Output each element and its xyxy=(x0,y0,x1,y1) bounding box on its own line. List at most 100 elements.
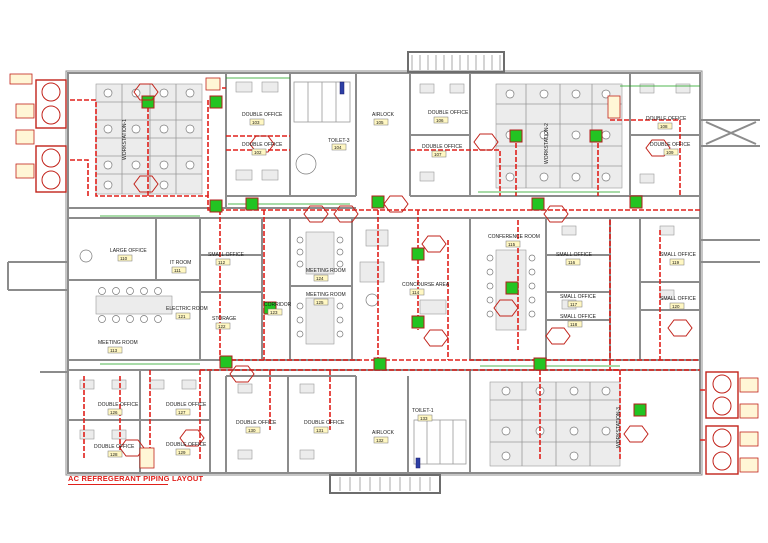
room-label: DOUBLE OFFICE 127 xyxy=(166,402,207,416)
svg-text:MEETING ROOM: MEETING ROOM xyxy=(306,292,346,298)
svg-text:TOILET-1: TOILET-1 xyxy=(412,408,434,414)
room-label: DOUBLE OFFICE 131 xyxy=(304,420,345,434)
svg-text:DOUBLE OFFICE: DOUBLE OFFICE xyxy=(94,444,135,450)
svg-text:103: 103 xyxy=(252,120,260,125)
svg-text:SMALL OFFICE: SMALL OFFICE xyxy=(560,294,597,300)
svg-text:115: 115 xyxy=(508,242,516,247)
svg-text:MEETING ROOM: MEETING ROOM xyxy=(306,268,346,274)
svg-text:126: 126 xyxy=(110,410,118,415)
svg-text:114: 114 xyxy=(412,290,420,295)
room-label: SMALL OFFICE 120 xyxy=(660,296,697,310)
svg-text:DOUBLE OFFICE: DOUBLE OFFICE xyxy=(242,142,283,148)
svg-text:DOUBLE OFFICE: DOUBLE OFFICE xyxy=(650,142,691,148)
room-label: MEETING ROOM 124 xyxy=(306,268,346,282)
svg-text:120: 120 xyxy=(672,304,680,309)
svg-text:113: 113 xyxy=(110,348,118,353)
svg-text:119: 119 xyxy=(672,260,680,265)
svg-text:DOUBLE OFFICE: DOUBLE OFFICE xyxy=(236,420,277,426)
svg-text:SMALL OFFICE: SMALL OFFICE xyxy=(208,252,245,258)
svg-text:TOILET-3: TOILET-3 xyxy=(328,138,350,144)
svg-text:DOUBLE OFFICE: DOUBLE OFFICE xyxy=(166,442,207,448)
svg-text:AIRLOCK: AIRLOCK xyxy=(372,430,395,436)
conference-table xyxy=(486,249,536,331)
svg-text:SMALL OFFICE: SMALL OFFICE xyxy=(556,252,593,258)
svg-text:LARGE OFFICE: LARGE OFFICE xyxy=(110,248,147,254)
room-label: SMALL OFFICE 117 xyxy=(560,294,597,308)
meeting-table-left xyxy=(95,287,173,323)
svg-text:DOUBLE OFFICE: DOUBLE OFFICE xyxy=(646,116,687,122)
toilet-fixtures xyxy=(293,81,467,469)
svg-text:SMALL OFFICE: SMALL OFFICE xyxy=(560,314,597,320)
outdoor-units xyxy=(9,73,759,475)
svg-text:WORKSTATION-2: WORKSTATION-2 xyxy=(544,123,550,164)
svg-text:DOUBLE OFFICE: DOUBLE OFFICE xyxy=(98,402,139,408)
room-label: CONFERENCE ROOM 115 xyxy=(488,234,540,248)
svg-text:MEETING ROOM: MEETING ROOM xyxy=(98,340,138,346)
svg-text:SMALL OFFICE: SMALL OFFICE xyxy=(660,296,697,302)
room-label: WORKSTATION-1 xyxy=(122,119,128,160)
svg-text:112: 112 xyxy=(218,260,226,265)
room-label: DOUBLE OFFICE 107 xyxy=(422,144,463,158)
svg-text:105: 105 xyxy=(376,120,384,125)
svg-text:127: 127 xyxy=(178,410,186,415)
room-label: WORKSTATION-2 xyxy=(544,123,550,164)
office-desks xyxy=(79,81,691,460)
svg-text:116: 116 xyxy=(568,260,576,265)
svg-text:WORKSTATION-3: WORKSTATION-3 xyxy=(616,407,622,448)
svg-text:106: 106 xyxy=(436,118,444,123)
room-label: AIRLOCK 132 xyxy=(372,430,395,444)
svg-text:DOUBLE OFFICE: DOUBLE OFFICE xyxy=(428,110,469,116)
svg-text:CONFERENCE ROOM: CONFERENCE ROOM xyxy=(488,234,540,240)
svg-text:108: 108 xyxy=(660,124,668,129)
svg-text:109: 109 xyxy=(666,150,674,155)
svg-text:IT ROOM: IT ROOM xyxy=(170,260,191,266)
svg-text:102: 102 xyxy=(254,150,262,155)
svg-text:104: 104 xyxy=(334,145,342,150)
room-label: LARGE OFFICE 110 xyxy=(110,248,147,262)
room-label: SMALL OFFICE 116 xyxy=(556,252,593,266)
svg-text:124: 124 xyxy=(316,276,324,281)
room-label: DOUBLE OFFICE 108 xyxy=(646,116,687,130)
svg-text:CORRIDOR: CORRIDOR xyxy=(264,302,292,308)
svg-text:DOUBLE OFFICE: DOUBLE OFFICE xyxy=(304,420,345,426)
svg-text:131: 131 xyxy=(316,428,324,433)
svg-text:122: 122 xyxy=(218,324,226,329)
svg-text:121: 121 xyxy=(178,314,186,319)
room-label: DOUBLE OFFICE 129 xyxy=(166,442,207,456)
room-label: DOUBLE OFFICE 126 xyxy=(98,402,139,416)
room-label: WORKSTATION-3 xyxy=(616,407,622,448)
svg-text:129: 129 xyxy=(178,450,186,455)
svg-text:123: 123 xyxy=(270,310,278,315)
meeting-tables-center xyxy=(296,231,344,345)
svg-text:117: 117 xyxy=(570,302,578,307)
svg-text:STORAGE: STORAGE xyxy=(212,316,237,322)
room-label: TOILET-1 133 xyxy=(412,408,434,422)
workstation-desks-bottom-right xyxy=(489,381,621,467)
svg-text:DOUBLE OFFICE: DOUBLE OFFICE xyxy=(166,402,207,408)
svg-text:DOUBLE OFFICE: DOUBLE OFFICE xyxy=(422,144,463,150)
drawing-title: AC REFREGERANT PIPING LAYOUT xyxy=(68,474,204,483)
room-label: MEETING ROOM 113 xyxy=(98,340,138,354)
svg-text:110: 110 xyxy=(120,256,128,261)
room-label: DOUBLE OFFICE 106 xyxy=(428,110,469,124)
svg-text:WORKSTATION-1: WORKSTATION-1 xyxy=(122,119,128,160)
svg-text:111: 111 xyxy=(174,268,181,273)
svg-text:107: 107 xyxy=(434,152,442,157)
room-label: CORRIDOR 123 xyxy=(264,302,292,316)
svg-text:132: 132 xyxy=(376,438,384,443)
room-label: IT ROOM 111 xyxy=(170,260,191,274)
svg-text:133: 133 xyxy=(420,416,428,421)
svg-text:ELECTRIC ROOM: ELECTRIC ROOM xyxy=(166,306,208,312)
room-label: SMALL OFFICE 112 xyxy=(208,252,245,266)
